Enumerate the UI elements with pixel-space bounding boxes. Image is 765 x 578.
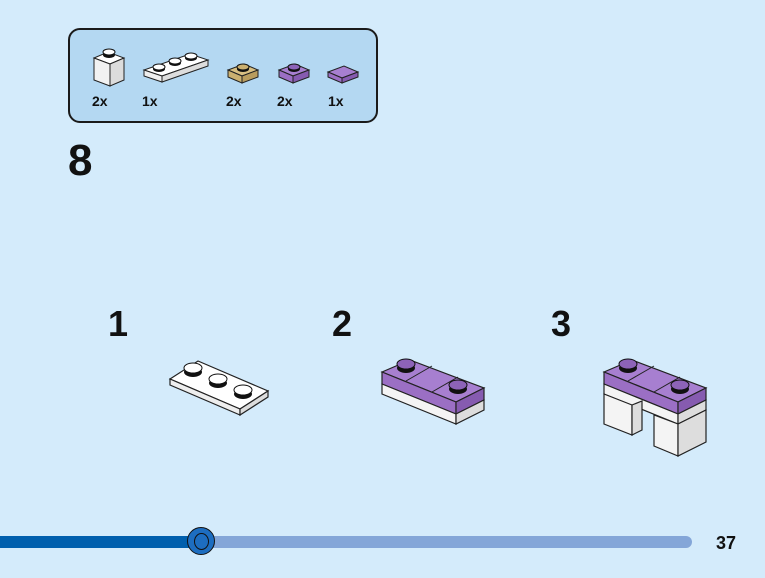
progress-thumb[interactable] (186, 527, 215, 555)
page-number: 37 (716, 533, 737, 553)
sub-step-2-illustration (380, 358, 486, 425)
tan-plate-1x1-icon (226, 63, 260, 84)
step-number: 8 (68, 136, 93, 185)
part-qty: 2x (277, 93, 293, 109)
part-qty: 2x (226, 93, 242, 109)
lavender-plate-1x1-icon (277, 63, 311, 84)
lavender-tile-1x1-icon (326, 65, 360, 84)
sub-step-number: 3 (551, 303, 572, 344)
part-qty: 2x (92, 93, 108, 109)
sub-step-3-illustration (602, 358, 708, 457)
part-qty: 1x (328, 93, 344, 109)
sub-step-1-illustration (168, 360, 270, 417)
white-brick-1x1-icon (92, 48, 126, 87)
part-qty: 1x (142, 93, 158, 109)
progress-fill (0, 536, 201, 548)
white-plate-1x3-icon (142, 52, 210, 83)
sub-step-number: 2 (332, 303, 353, 344)
sub-step-number: 1 (108, 303, 129, 344)
progress-bar[interactable] (0, 527, 692, 555)
parts-list-box: 2x 1x 2x 2x 1x (68, 28, 378, 123)
